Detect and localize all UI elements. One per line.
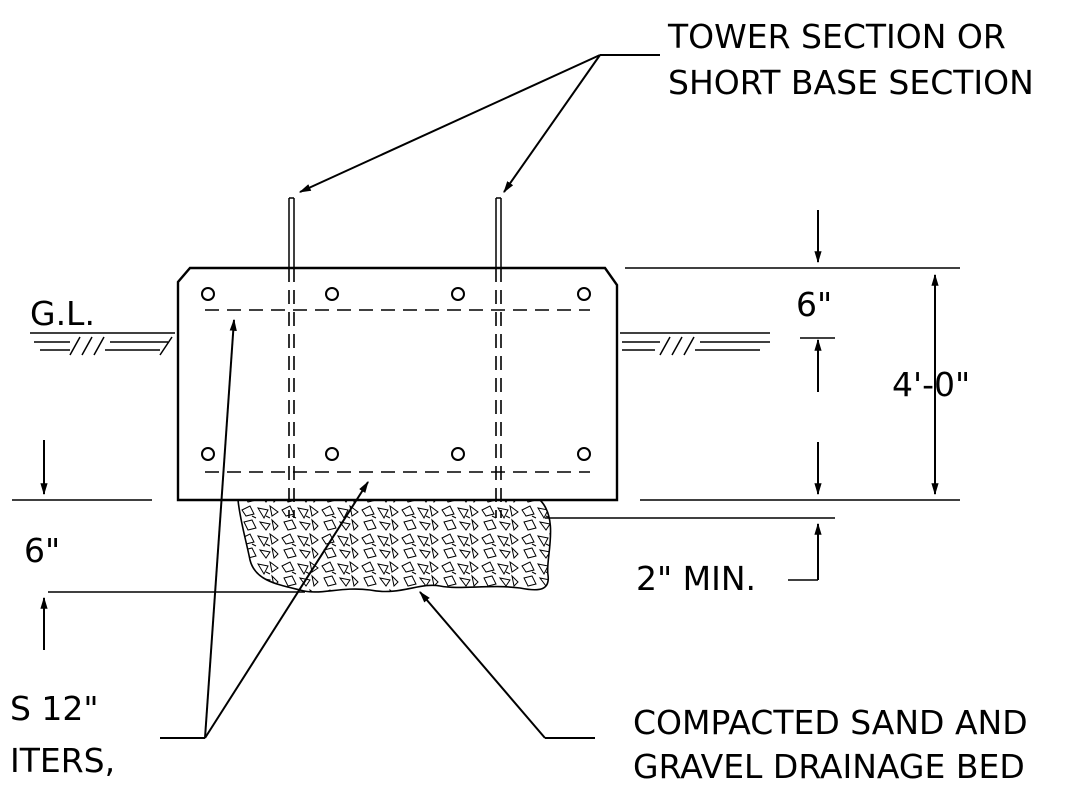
drainage-label-line1: COMPACTED SAND AND bbox=[633, 703, 1028, 742]
tower-legs bbox=[288, 197, 502, 518]
ground-level-label: G.L. bbox=[30, 294, 95, 333]
extension-lines bbox=[12, 267, 960, 593]
rebar-note-leaders bbox=[160, 318, 369, 739]
bottom-bed-dimension: 6" bbox=[24, 531, 60, 570]
concrete-footing bbox=[176, 266, 619, 502]
tower-section-label-line2: SHORT BASE SECTION bbox=[668, 63, 1034, 102]
drainage-leader bbox=[419, 591, 595, 739]
ground-hatch-left bbox=[30, 332, 175, 356]
drainage-label-line2: GRAVEL DRAINAGE BED bbox=[633, 747, 1025, 786]
drainage-bed bbox=[237, 499, 552, 593]
tower-section-leaders bbox=[298, 54, 660, 193]
total-depth-dimension: 4'-0" bbox=[892, 365, 970, 404]
tower-section-label-line1: TOWER SECTION OR bbox=[667, 17, 1006, 56]
rebar-note-line2: ITERS, bbox=[10, 741, 115, 780]
bolt-holes bbox=[201, 287, 591, 461]
rebar-note-line1: S 12" bbox=[10, 689, 99, 728]
ground-hatch-right bbox=[620, 332, 770, 356]
top-cover-dimension: 6" bbox=[796, 285, 832, 324]
min-clearance-dimension: 2" MIN. bbox=[636, 559, 756, 598]
dimension-arrows bbox=[40, 210, 939, 650]
